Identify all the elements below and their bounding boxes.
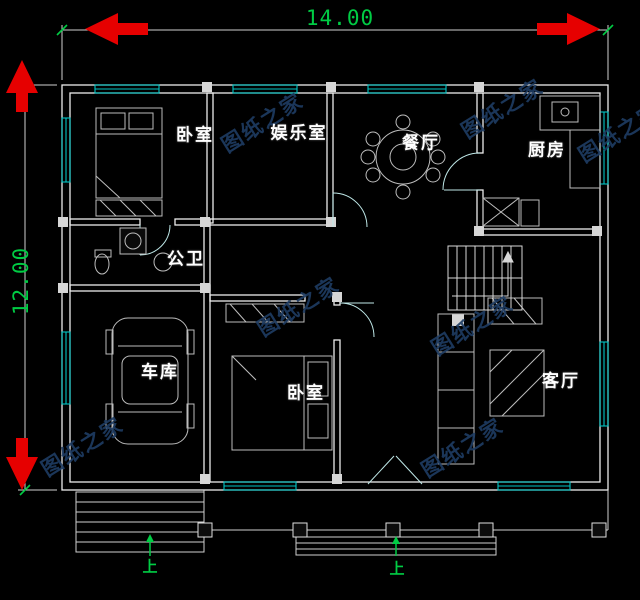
arrow-right-icon bbox=[537, 13, 600, 45]
room-label-garage: 车库 bbox=[141, 362, 179, 383]
room-label-kitchen: 厨房 bbox=[528, 140, 566, 161]
bed-icon-bottom bbox=[225, 303, 333, 451]
room-label-bathroom: 公卫 bbox=[167, 249, 205, 270]
dimension-height-label: 12.00 bbox=[9, 246, 33, 316]
bathroom-fixtures-icon bbox=[94, 227, 173, 275]
arrow-up-icon bbox=[6, 60, 38, 112]
room-label-entertainment-room: 娱乐室 bbox=[270, 123, 328, 144]
room-label-bedroom-bottom: 卧室 bbox=[287, 383, 325, 404]
sofa-icon bbox=[437, 297, 545, 465]
arrow-down-icon bbox=[6, 438, 38, 490]
dimension-lines bbox=[18, 25, 609, 491]
room-label-dining-room: 餐厅 bbox=[402, 133, 440, 154]
room-label-bedroom-top: 卧室 bbox=[176, 125, 214, 146]
dimension-width-label: 14.00 bbox=[305, 6, 375, 30]
car-icon bbox=[105, 317, 195, 445]
column-marks bbox=[58, 82, 602, 484]
porch-steps bbox=[75, 490, 609, 556]
door-icons bbox=[139, 152, 481, 485]
entry-mark-left-steps: 上 bbox=[142, 557, 158, 576]
entry-arrow-icons bbox=[146, 534, 400, 556]
dining-table-icon bbox=[360, 114, 446, 200]
room-label-living-room: 客厅 bbox=[542, 371, 580, 392]
kitchen-counter-icon bbox=[482, 95, 601, 227]
window-icons bbox=[61, 84, 609, 491]
red-arrow-icons bbox=[6, 13, 600, 490]
stairs-icon bbox=[447, 245, 523, 311]
bed-icon-top bbox=[95, 107, 163, 217]
furniture bbox=[94, 95, 601, 465]
entry-mark-front-steps: 上 bbox=[389, 559, 405, 578]
arrow-left-icon bbox=[85, 13, 148, 45]
